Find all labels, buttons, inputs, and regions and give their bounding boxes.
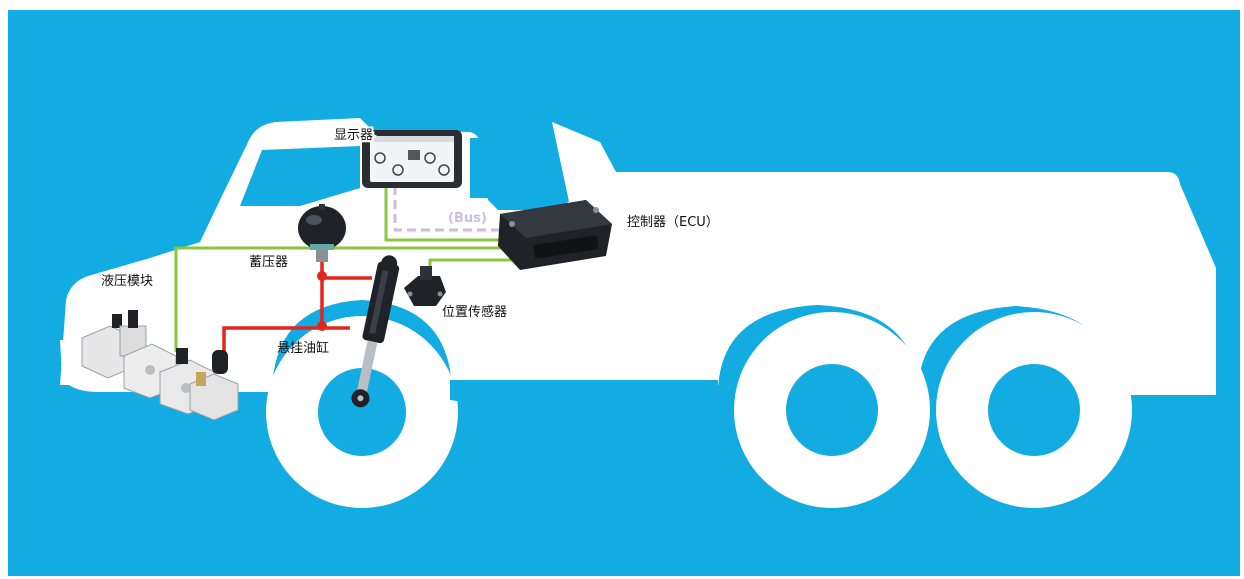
middle-wheel: [734, 312, 930, 508]
bus-label: (Bus): [448, 211, 487, 226]
hydraulic-module-label: 液压模块: [101, 274, 153, 289]
display-screen-icon: [362, 130, 462, 188]
suspension-cylinder-label: 悬挂油缸: [277, 340, 329, 356]
position-sensor-label: 位置传感器: [442, 304, 507, 320]
display-label: 显示器: [334, 128, 373, 143]
hydraulic-junction-bottom: [317, 321, 327, 331]
hydraulic-junction-top: [317, 271, 327, 281]
rear-wheel: [936, 312, 1132, 508]
ecu-label: 控制器（ECU）: [627, 215, 719, 230]
cab-roof-gap: [470, 138, 490, 198]
accumulator-label: 蓄压器: [249, 255, 288, 270]
